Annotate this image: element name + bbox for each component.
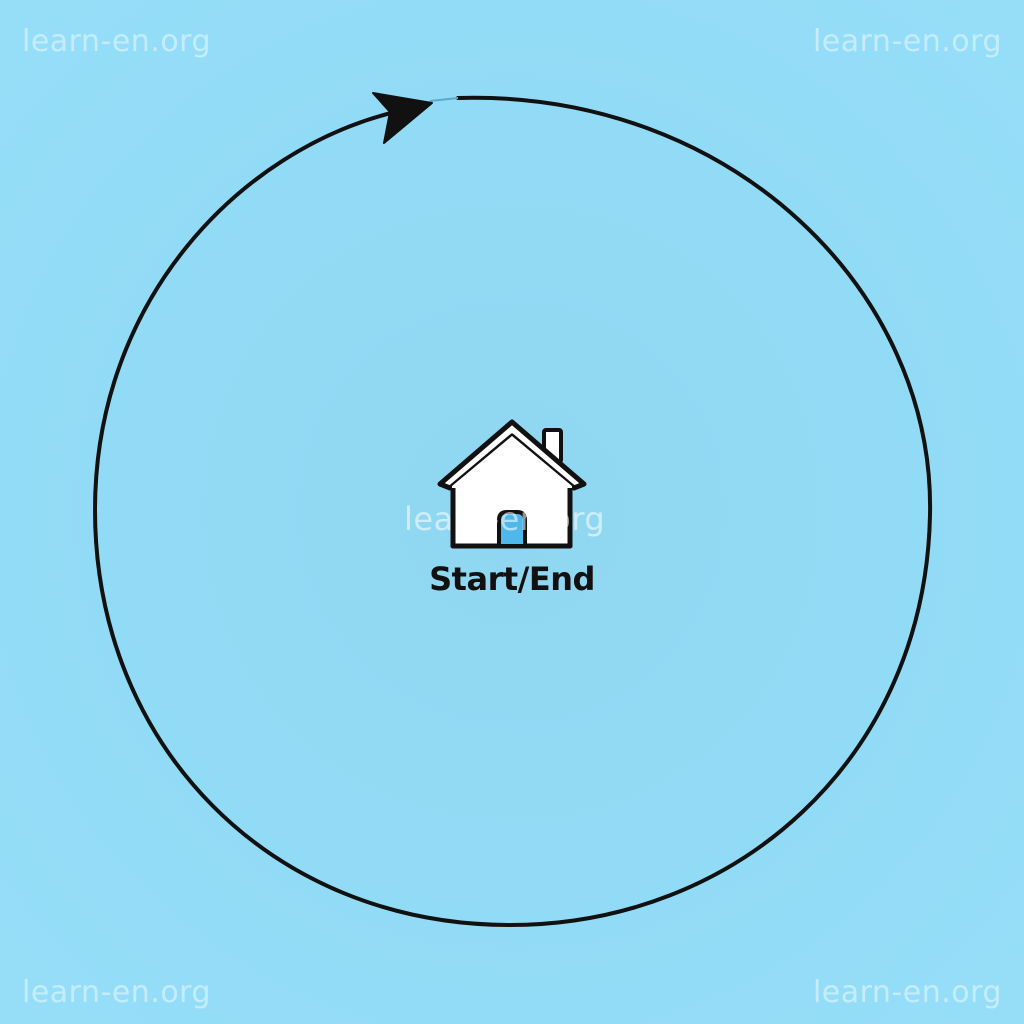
watermark-top-right: learn-en.org (812, 24, 1002, 59)
house-icon (437, 419, 587, 549)
watermark-bottom-left: learn-en.org (22, 975, 212, 1010)
watermark-top-left: learn-en.org (22, 24, 212, 59)
cycle-path (92, 95, 933, 928)
watermark-center: learn-en.org (404, 500, 606, 538)
cycle-gap (429, 97, 459, 102)
arrowhead-icon (372, 92, 433, 144)
start-end-label: Start/End (429, 560, 595, 598)
watermark-bottom-right: learn-en.org (812, 975, 1002, 1010)
